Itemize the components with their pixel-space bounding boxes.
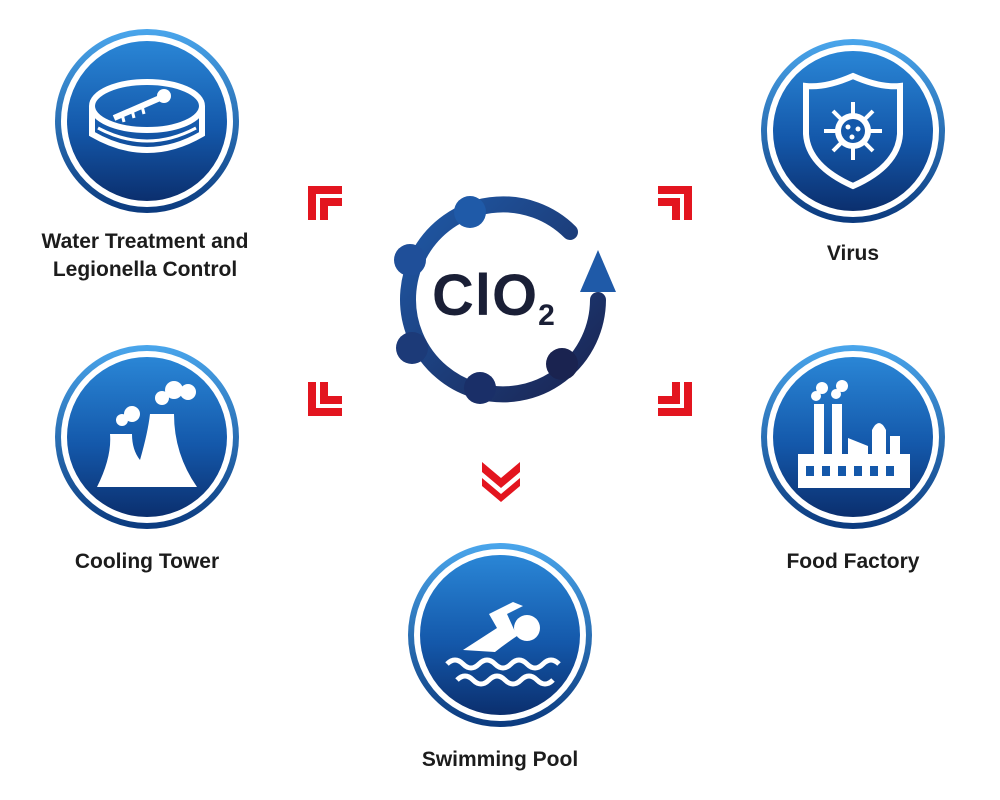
arrow-up-right-icon (658, 186, 692, 220)
cooling-tower-icon (55, 345, 239, 529)
node-label: Virus (826, 242, 880, 265)
cycle-ring-icon (394, 196, 616, 404)
node-label: Swimming Pool (421, 748, 579, 771)
arrow-down-icon (482, 462, 520, 502)
node-label: Water Treatment and Legionella Control (41, 230, 249, 281)
node-label: Food Factory (786, 550, 920, 573)
clo2-cycle: ClO2 (380, 180, 620, 420)
clo2-formula: ClO2 (432, 263, 556, 332)
factory-icon (761, 345, 945, 529)
water-tank-icon (55, 29, 239, 213)
swimmer-icon (408, 543, 592, 727)
arrow-up-left-icon (308, 186, 342, 220)
arrow-down-left-icon (308, 382, 342, 416)
node-label: Cooling Tower (74, 550, 220, 573)
arrow-down-right-icon (658, 382, 692, 416)
virus-shield-icon (761, 39, 945, 223)
